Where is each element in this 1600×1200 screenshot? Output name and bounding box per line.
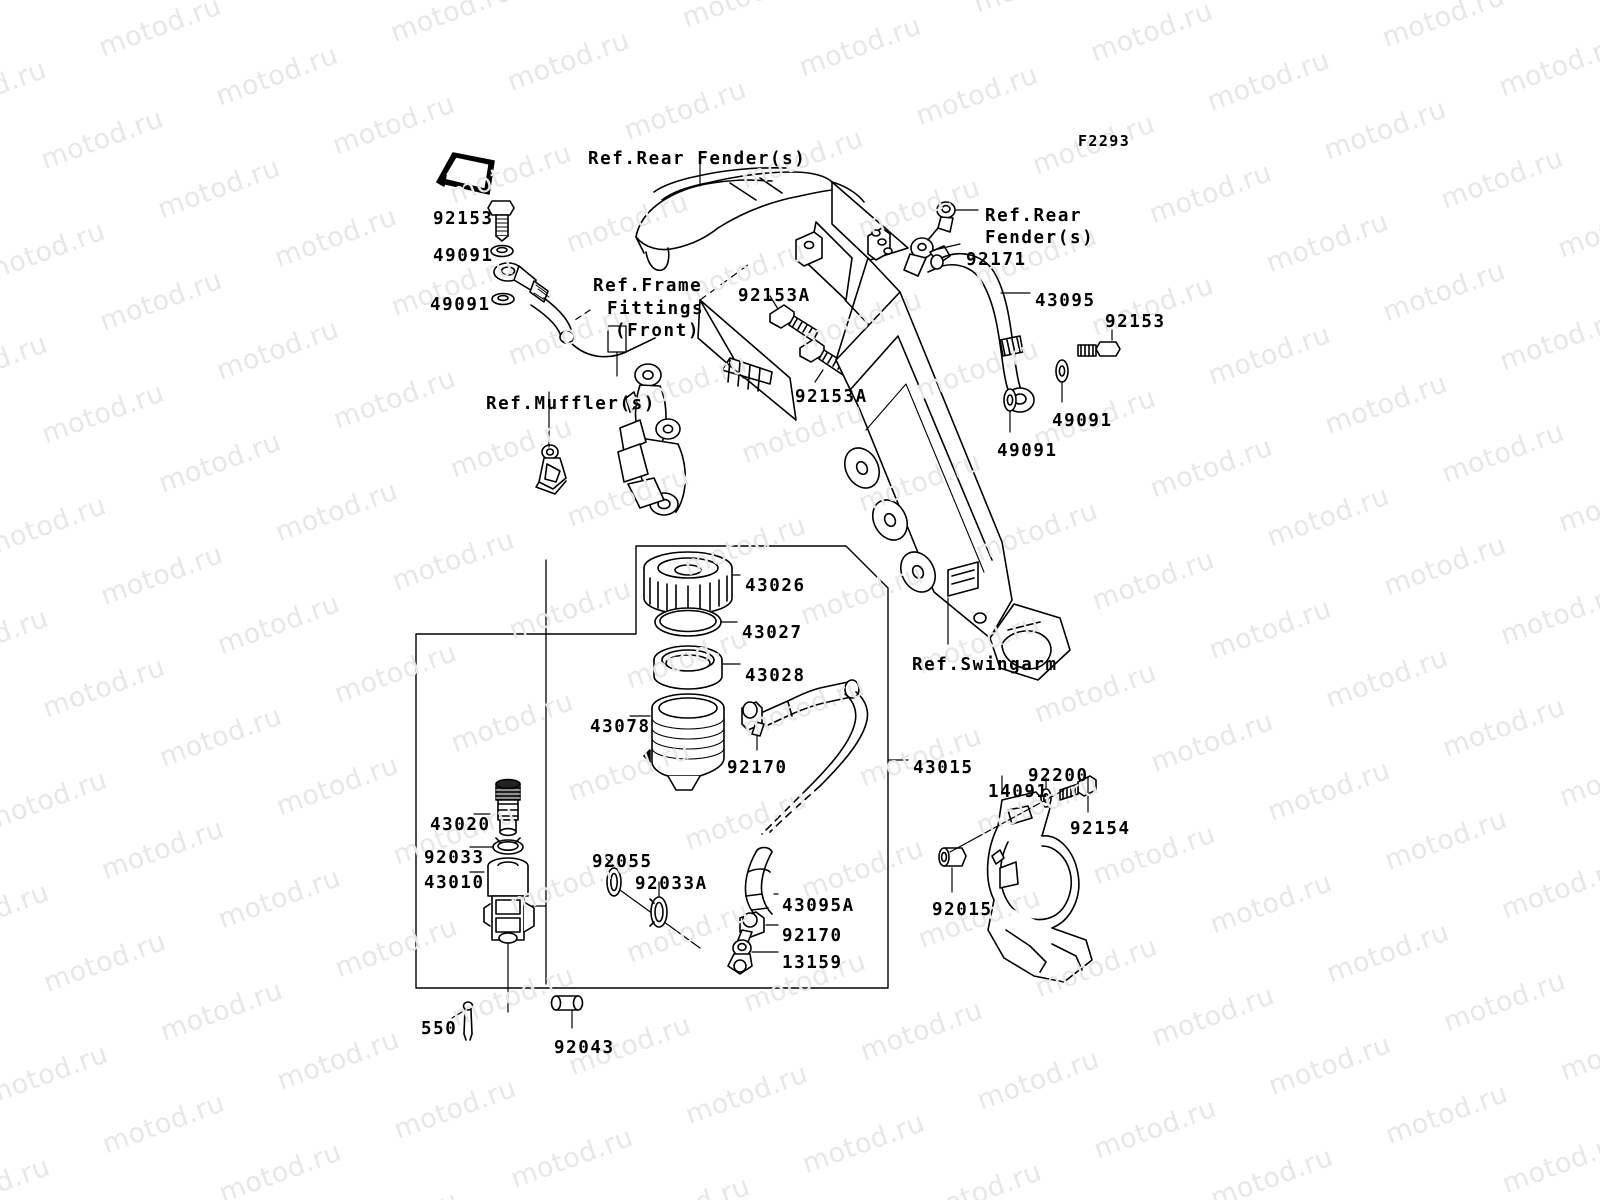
part-49091-washer-upper bbox=[490, 244, 514, 258]
part-label-92055: 92055 bbox=[592, 852, 653, 872]
part-label-43028: 43028 bbox=[745, 666, 806, 686]
part-49091-washer-lower bbox=[491, 292, 515, 306]
part-92153A-bolt-1 bbox=[769, 304, 819, 342]
part-92171-clamp bbox=[903, 237, 951, 277]
part-label-92154: 92154 bbox=[1070, 819, 1131, 839]
part-43015-hose bbox=[761, 679, 869, 835]
part-14091-heel-guard bbox=[986, 791, 1093, 983]
grouping-outline bbox=[415, 545, 889, 989]
part-label-49091: 49091 bbox=[430, 295, 491, 315]
part-92153-right-bolt bbox=[1077, 341, 1121, 357]
part-label-92015: 92015 bbox=[932, 900, 993, 920]
part-label-43078: 43078 bbox=[590, 717, 651, 737]
part-43020-pushrod bbox=[495, 778, 521, 837]
part-label-ref-rear-fender-s-: Ref.Rear Fender(s) bbox=[588, 149, 807, 169]
diagram-code: F2293 bbox=[1078, 132, 1131, 150]
part-label-92153a: 92153A bbox=[738, 286, 811, 306]
part-label-92153a: 92153A bbox=[795, 387, 868, 407]
part-92055-oring bbox=[606, 867, 622, 897]
part-92154-bolt bbox=[1059, 775, 1097, 801]
part-brake-hose-upper-left bbox=[493, 262, 656, 358]
part-92043-pin bbox=[550, 995, 584, 1011]
part-label-ref-frame: Ref.Frame bbox=[593, 276, 703, 296]
ref-rear-fender-shape bbox=[635, 167, 865, 272]
part-13159-joint bbox=[727, 939, 753, 975]
part-label-92153: 92153 bbox=[1105, 312, 1166, 332]
part-label-92153: 92153 bbox=[433, 209, 494, 229]
part-92015-nut bbox=[938, 847, 967, 867]
part-550-cotter-pin bbox=[462, 1001, 474, 1041]
part-92153-upper-bolt bbox=[487, 200, 515, 242]
part-label-49091: 49091 bbox=[433, 246, 494, 266]
fender-mount-boss bbox=[795, 231, 823, 267]
part-label-ref-muffler-s-: Ref.Muffler(s) bbox=[486, 394, 656, 414]
part-43078-reservoir bbox=[643, 693, 725, 791]
part-label-550: 550 bbox=[421, 1019, 458, 1039]
part-43027-gasket bbox=[654, 607, 722, 637]
part-43010-master-cylinder bbox=[483, 857, 535, 944]
caliper-torque-arm bbox=[617, 363, 687, 516]
part-label-92170: 92170 bbox=[782, 926, 843, 946]
frame-fitting-box bbox=[607, 325, 627, 353]
part-label-49091: 49091 bbox=[997, 441, 1058, 461]
part-label-92033: 92033 bbox=[424, 848, 485, 868]
part-43095A-hose bbox=[744, 846, 773, 917]
rear-fender-mount-nut bbox=[927, 201, 956, 241]
part-label-92033a: 92033A bbox=[635, 874, 708, 894]
part-label-43015: 43015 bbox=[913, 758, 974, 778]
part-92033A-circlip bbox=[649, 896, 668, 928]
part-label-43026: 43026 bbox=[745, 576, 806, 596]
part-label-ref-rear: Ref.Rear bbox=[985, 206, 1083, 226]
part-92170-clamp-lower bbox=[737, 911, 765, 943]
front-arrow-badge bbox=[436, 152, 495, 195]
part-43026-cap bbox=[643, 551, 733, 615]
part-label-14091: 14091 bbox=[988, 782, 1049, 802]
part-label-43095: 43095 bbox=[1035, 291, 1096, 311]
part-label-fittings: Fittings bbox=[607, 299, 705, 319]
part-label-92170: 92170 bbox=[727, 758, 788, 778]
part-label-ref-swingarm: Ref.Swingarm bbox=[912, 655, 1058, 675]
part-label-49091: 49091 bbox=[1052, 411, 1113, 431]
part-label-43027: 43027 bbox=[742, 623, 803, 643]
part-label-43095a: 43095A bbox=[782, 896, 855, 916]
part-label-43020: 43020 bbox=[430, 815, 491, 835]
part-43028-ring bbox=[653, 645, 723, 690]
part-label-13159: 13159 bbox=[782, 953, 843, 973]
part-label-92043: 92043 bbox=[554, 1038, 615, 1058]
ref-swingarm bbox=[835, 227, 1071, 681]
part-label--front-: (Front) bbox=[615, 321, 700, 341]
part-label-43010: 43010 bbox=[424, 873, 485, 893]
ref-muffler-bracket bbox=[535, 444, 567, 495]
part-92170-clamp-upper bbox=[741, 701, 765, 737]
part-label-92171: 92171 bbox=[966, 250, 1027, 270]
part-label-fender-s-: Fender(s) bbox=[985, 228, 1095, 248]
part-label-92200: 92200 bbox=[1028, 766, 1089, 786]
